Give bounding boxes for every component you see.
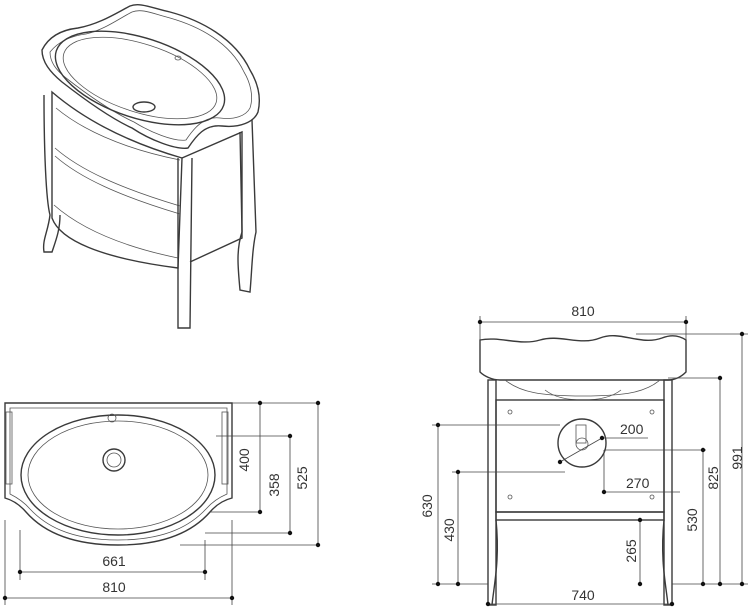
dim-basin-depth: 400 <box>236 448 252 472</box>
dim-inner-width: 661 <box>102 553 126 569</box>
siphon-circle <box>557 418 607 468</box>
dim-front-height-frame: 430 <box>441 518 457 542</box>
dim-total-depth: 525 <box>294 466 310 490</box>
dim-front-frame-width: 740 <box>571 587 595 603</box>
front-leg-curve-right <box>661 519 669 606</box>
plan-top-inner <box>9 407 228 541</box>
front-view: 810 740 991 825 530 630 430 265 <box>419 303 748 607</box>
drawer-line-lower <box>53 204 179 259</box>
plan-towel-rail-left <box>5 411 13 485</box>
dim-front-height-low: 265 <box>623 539 639 563</box>
front-leg-left <box>487 379 497 606</box>
siphon-trap <box>575 437 589 451</box>
dim-front-height-overall: 630 <box>419 494 435 518</box>
dim-front-height-total: 991 <box>729 446 745 470</box>
front-shelf <box>495 511 665 521</box>
leg-front-right <box>177 157 193 329</box>
siphon-pipe <box>575 424 587 444</box>
plan-drain <box>102 448 126 472</box>
plan-towel-rail-right <box>221 411 229 485</box>
tap-hole <box>174 55 182 61</box>
leg-rear-right <box>237 119 257 293</box>
dim-front-top-width: 810 <box>571 303 595 319</box>
drain-hole <box>132 101 156 113</box>
dim-total-width: 810 <box>102 579 126 595</box>
drawer-line-mid2 <box>54 155 181 215</box>
front-basin-underside <box>504 379 661 397</box>
dim-drain-width: 270 <box>626 475 650 491</box>
basin-bowl <box>54 30 226 126</box>
front-back-panel <box>495 399 665 513</box>
vanity-top-inner-edge <box>49 10 252 141</box>
perspective-view <box>41 3 260 329</box>
dim-front-height-shelf: 530 <box>684 508 700 532</box>
plan-basin-bowl <box>20 414 216 536</box>
cabinet-front <box>51 90 183 269</box>
vanity-top-outline <box>41 3 260 149</box>
front-top-slab <box>479 334 687 381</box>
plan-tap-hole <box>107 413 117 423</box>
leg-front-left <box>42 94 61 253</box>
drawer-line-upper <box>55 107 181 161</box>
dim-front-height-basin: 825 <box>705 466 721 490</box>
plan-view: 400 358 525 661 810 <box>2 400 321 605</box>
drawer-line-mid <box>54 147 181 207</box>
plan-basin-bowl-inner <box>27 420 209 530</box>
plan-drain-inner <box>106 452 122 468</box>
plan-top-outline <box>4 402 233 546</box>
front-leg-right <box>663 379 673 606</box>
basin-bowl-inner <box>62 36 218 120</box>
front-leg-curve-left <box>491 519 499 606</box>
cabinet-side <box>181 130 243 263</box>
dim-inner-depth: 358 <box>266 473 282 497</box>
dim-drain-offset: 200 <box>620 421 644 437</box>
